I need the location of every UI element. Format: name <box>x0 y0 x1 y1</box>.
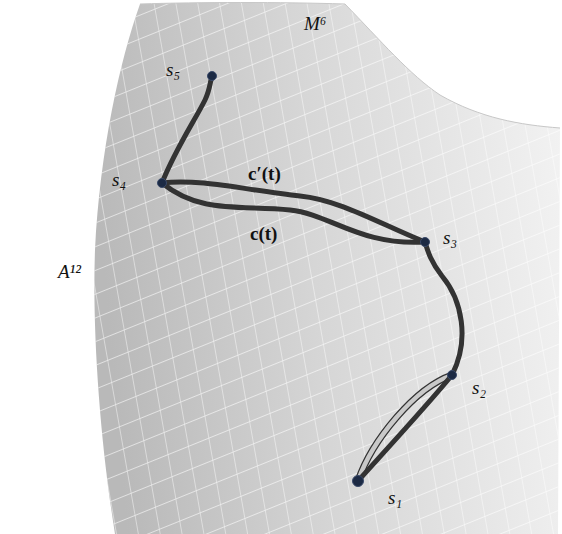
curve-c <box>162 76 212 183</box>
curve-c <box>358 375 452 481</box>
point <box>421 238 430 247</box>
point <box>448 371 457 380</box>
math-label: s₄ <box>112 170 126 191</box>
math-label: s₅ <box>166 60 180 81</box>
point <box>208 72 217 81</box>
curve-c-prime <box>358 375 452 481</box>
math-label: M⁶ <box>304 14 326 35</box>
math-label: c′(t) <box>248 164 281 185</box>
math-label: s₂ <box>472 378 486 399</box>
math-label: s₃ <box>443 228 457 249</box>
math-label: s₁ <box>388 488 402 509</box>
surface-edge <box>140 3 560 129</box>
curve-c <box>162 183 425 242</box>
curve-outline <box>358 375 452 481</box>
point <box>158 179 167 188</box>
point <box>353 476 364 487</box>
curve-c <box>425 242 462 375</box>
curve-c-prime <box>162 182 425 242</box>
math-label: A¹² <box>58 262 81 283</box>
math-label: c(t) <box>250 224 277 245</box>
